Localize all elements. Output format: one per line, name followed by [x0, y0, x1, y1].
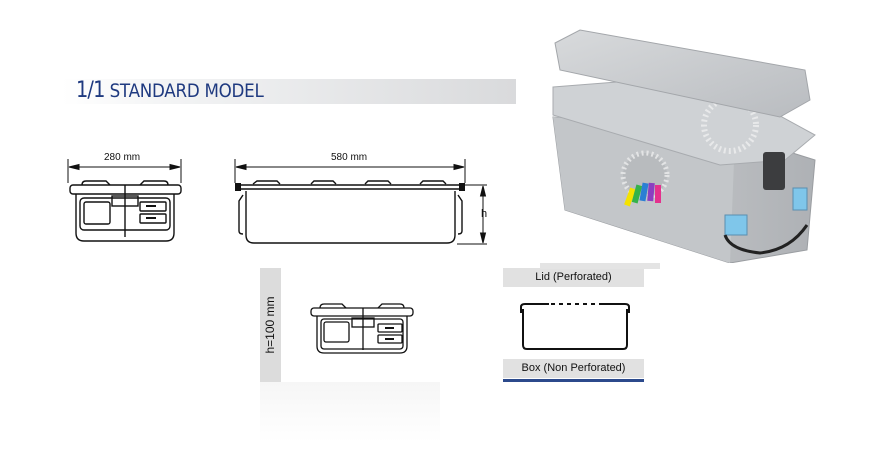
height-marker-label: h — [481, 208, 488, 220]
product-photo — [552, 29, 816, 263]
title-bar — [62, 79, 516, 104]
lid-label: Lid (Perforated) — [503, 268, 644, 287]
page-title: 1/1 STANDARD MODEL — [76, 78, 264, 103]
lid-box-profile-drawing — [520, 303, 630, 350]
title-model-size: 1/1 — [76, 78, 105, 103]
height-panel-shadow — [260, 382, 440, 442]
box-label: Box (Non Perforated) — [503, 359, 644, 378]
height-panel-bar — [260, 268, 281, 382]
height-value-label: h=100 mm — [263, 296, 277, 354]
title-model-name: STANDARD MODEL — [109, 80, 264, 102]
perforation-legend: Lid (Perforated) Box (Non Perforated) — [503, 268, 644, 382]
side-view-drawing — [234, 159, 487, 245]
front-view-drawing — [67, 159, 182, 242]
side-length-label: 580 mm — [331, 152, 368, 163]
legend-accent-line — [503, 379, 644, 382]
height-front-view-drawing — [310, 303, 414, 354]
front-width-label: 280 mm — [104, 152, 141, 163]
brand-logo — [624, 182, 661, 207]
photo-shadow — [540, 263, 660, 269]
